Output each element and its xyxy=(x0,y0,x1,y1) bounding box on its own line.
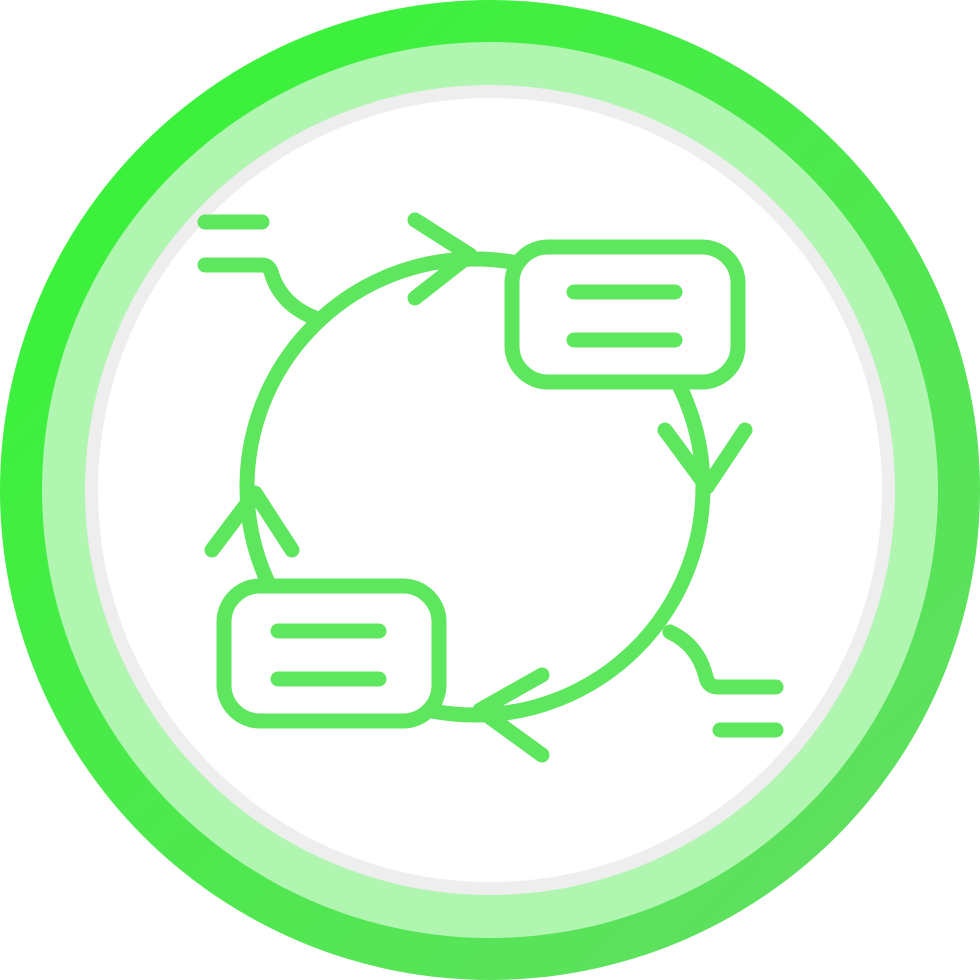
top-left-connector xyxy=(197,257,323,326)
bottom-right-connector xyxy=(662,624,784,695)
bottom-left-box xyxy=(216,578,447,729)
bottom-arrow-icon xyxy=(472,667,550,763)
left-arrow-icon xyxy=(204,485,300,558)
right-arrow-icon xyxy=(657,422,753,495)
top-right-box xyxy=(504,239,746,390)
top-arrow-icon xyxy=(407,212,478,306)
cycle-glyph xyxy=(197,212,784,763)
